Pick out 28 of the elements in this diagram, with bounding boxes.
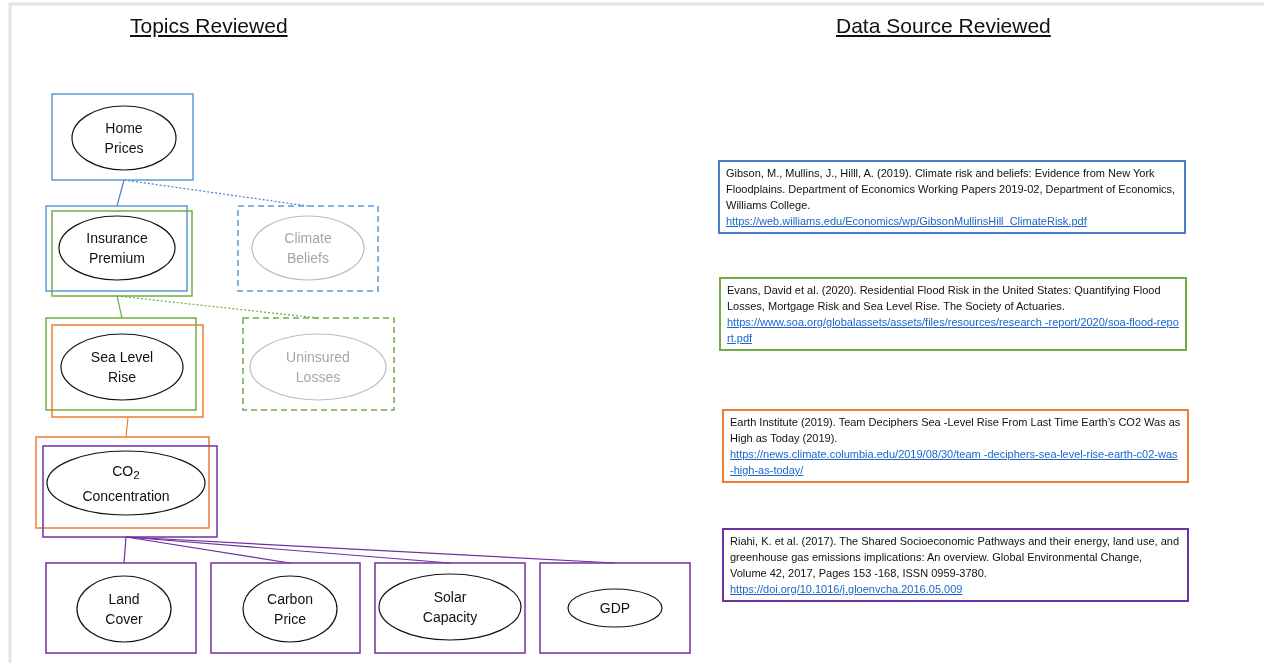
connector-line bbox=[116, 295, 123, 319]
citation-text: Evans, David et al. (2020). Residential Flood Risk in the United States: Quantifying Flood Losses, Mortgage Risk and Sea Level Rise. The Society of Actuaries. bbox=[727, 283, 1162, 314]
topic-label: Sea Level Rise bbox=[89, 348, 155, 387]
topic-label: Home Prices bbox=[103, 119, 145, 158]
section-heading: Data Source Reviewed bbox=[836, 14, 1051, 38]
reference-box bbox=[719, 277, 1187, 351]
topic-label: Land Cover bbox=[104, 590, 144, 629]
connector-line bbox=[116, 179, 125, 207]
topic-label: Climate Beliefs bbox=[283, 229, 333, 268]
topic-label: Insurance Premium bbox=[85, 229, 149, 268]
topic-label: Uninsured Losses bbox=[285, 348, 351, 387]
url-link: https://www.soa.org/globalassets/assets/files/resources/research -report/2020/soa-flood-report.pdf bbox=[727, 315, 1179, 346]
reference-box bbox=[722, 409, 1189, 483]
topic-label: GDP bbox=[598, 599, 632, 618]
url-link: https://web.williams.edu/Economics/wp/GibsonMullinsHill_ClimateRisk.pdf bbox=[726, 214, 1088, 229]
topic-label: Solar Capacity bbox=[421, 588, 479, 627]
url-link: https://news.climate.columbia.edu/2019/08/30/team -deciphers-sea-level-rise-earth-c02-was-high-as-today/ bbox=[730, 447, 1179, 478]
url-link: https://doi.org/10.1016/j.gloenvcha.2016.05.009 bbox=[730, 582, 964, 597]
reference-box bbox=[722, 528, 1189, 602]
topic-label: Carbon Price bbox=[266, 590, 314, 629]
citation-text: Riahi, K. et al. (2017). The Shared Socioeconomic Pathways and their energy, land use, and greenhouse gas emissions implications: An overview. Global Environmental Change, Volume 42, 2017, Pages 153 -168, ISSN 0959-3780. bbox=[730, 534, 1181, 581]
reference-box bbox=[718, 160, 1186, 234]
citation-text: Earth Institute (2019). Team Deciphers Sea -Level Rise From Last Time Earth’s CO2 Was as High as Today (2019). bbox=[730, 415, 1181, 446]
topic-label: CO$_{2}$ Concentration bbox=[81, 461, 171, 506]
citation-text: Gibson, M., Mullins, J., Hilll, A. (2019). Climate risk and beliefs: Evidence from New York Floodplains. Department of Economics Working Papers 2019-02, Department of Economics, Williams College. bbox=[726, 166, 1177, 213]
section-heading: Topics Reviewed bbox=[130, 14, 288, 38]
connector-line bbox=[123, 536, 127, 564]
connector-line bbox=[125, 416, 129, 438]
